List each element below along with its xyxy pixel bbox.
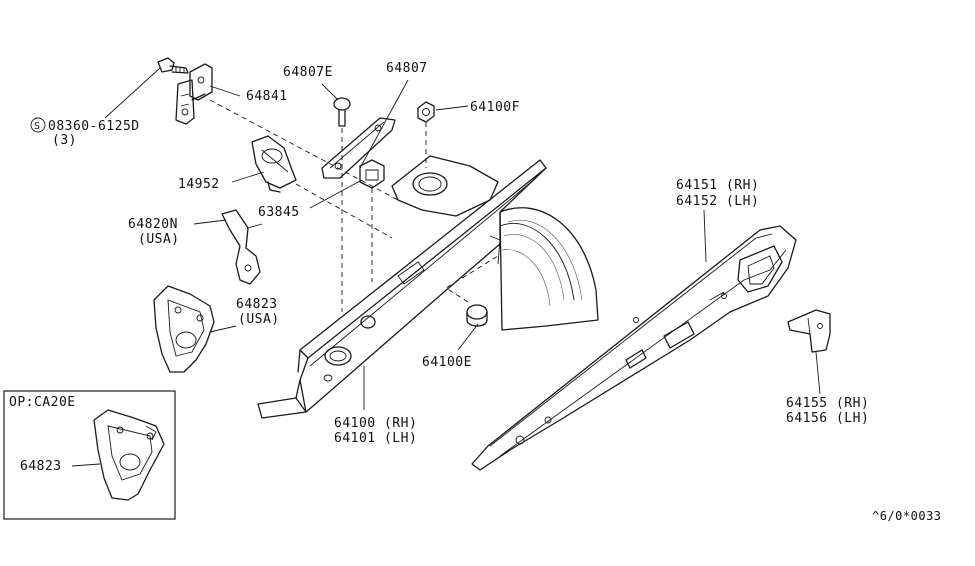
label-64823: 64823 xyxy=(236,297,278,312)
label-64841: 64841 xyxy=(246,89,288,104)
bolt-08360-6125d[interactable] xyxy=(157,57,189,74)
part-labels: 64807E 64807 64841 S 08360-6125D (3) 641… xyxy=(30,61,942,523)
label-64823-usa: (USA) xyxy=(238,312,280,327)
bracket-64823-usa[interactable] xyxy=(153,285,215,373)
label-64820n: 64820N xyxy=(128,217,178,232)
label-64807: 64807 xyxy=(386,61,428,76)
label-64820n-usa: (USA) xyxy=(138,232,180,247)
grommet-64100e[interactable] xyxy=(466,304,488,327)
label-64151: 64151 (RH) xyxy=(676,178,759,193)
inset-ca20e: OP:CA20E 64823 xyxy=(3,390,176,520)
label-14952: 14952 xyxy=(178,177,220,192)
bracket-14952[interactable] xyxy=(251,135,297,193)
side-member-64151[interactable] xyxy=(471,225,797,471)
hood-ledge-64100[interactable] xyxy=(257,155,547,419)
label-64156: 64156 (LH) xyxy=(786,411,869,426)
clip-64807e[interactable] xyxy=(333,97,351,127)
bracket-64155[interactable] xyxy=(787,309,831,353)
label-64155: 64155 (RH) xyxy=(786,396,869,411)
label-64807e: 64807E xyxy=(283,65,333,80)
label-64100: 64100 (RH) xyxy=(334,416,417,431)
hinge-bracket-64841[interactable] xyxy=(175,63,213,125)
label-63845: 63845 xyxy=(258,205,300,220)
bracket-64807[interactable] xyxy=(321,117,396,179)
inset-title: OP:CA20E xyxy=(9,395,76,410)
assembly-lines xyxy=(209,99,499,312)
label-64100f: 64100F xyxy=(470,100,520,115)
inset-label-64823: 64823 xyxy=(20,459,62,474)
bracket-64820n[interactable] xyxy=(221,209,263,285)
diagram-code: ^6/0*0033 xyxy=(872,509,942,523)
screw-symbol-icon xyxy=(30,117,46,133)
wheel-housing[interactable] xyxy=(489,207,599,331)
label-64100e: 64100E xyxy=(422,355,472,370)
label-08360-6125d: 08360-6125D xyxy=(48,119,140,134)
leader-lines xyxy=(104,67,821,410)
label-64101: 64101 (LH) xyxy=(334,431,417,446)
bracket-63845[interactable] xyxy=(359,159,385,189)
inset-bracket-64823[interactable] xyxy=(93,409,165,501)
label-64152: 64152 (LH) xyxy=(676,194,759,209)
screw-symbol-letter: S xyxy=(34,121,40,132)
label-08360-qty: (3) xyxy=(52,133,77,148)
nut-64100f[interactable] xyxy=(417,101,435,123)
